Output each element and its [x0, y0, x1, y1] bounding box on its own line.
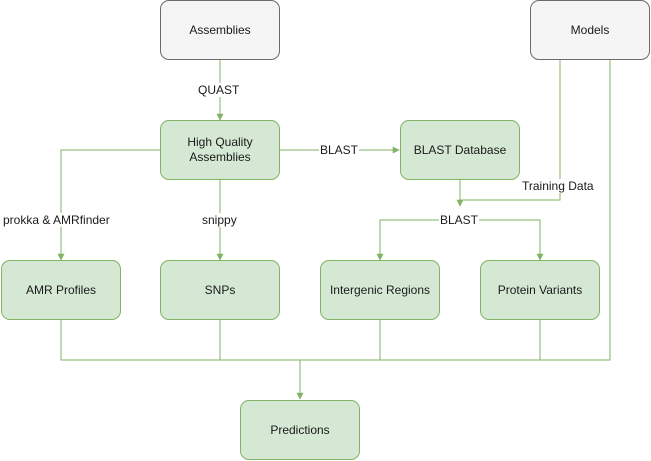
- models-label: Models: [570, 22, 610, 37]
- models-node[interactable]: Models: [530, 0, 650, 60]
- protein-variants-label: Protein Variants: [497, 282, 583, 297]
- amr-profiles-node[interactable]: AMR Profiles: [1, 260, 121, 320]
- protein-variants-node[interactable]: Protein Variants: [480, 260, 600, 320]
- intergenic-regions-node[interactable]: Intergenic Regions: [320, 260, 440, 320]
- edge-label-quast: QUAST: [197, 83, 241, 97]
- intergenic-regions-label: Intergenic Regions: [329, 282, 431, 297]
- blast-database-node[interactable]: BLAST Database: [400, 120, 520, 180]
- edge-label-snippy: snippy: [201, 213, 238, 227]
- snps-node[interactable]: SNPs: [160, 260, 280, 320]
- edge-label-blast-split: BLAST: [439, 213, 480, 227]
- edge-label-prokka-amrfinder: prokka & AMRfinder: [2, 213, 111, 227]
- edge-models-collect: [300, 60, 611, 361]
- edge-split-to-protein: [460, 219, 544, 261]
- edge-amr-collect: [60, 320, 300, 361]
- edge-hq-to-amr: [57, 149, 160, 261]
- edge-split-to-intergenic: [376, 219, 460, 261]
- edge-models-training: [460, 60, 561, 201]
- edge-label-training-data: Training Data: [521, 179, 595, 193]
- hq-label-line2: Assemblies: [189, 150, 251, 164]
- assemblies-label: Assemblies: [189, 22, 251, 37]
- hq-label-line1: High Quality: [187, 135, 253, 149]
- amr-profiles-label: AMR Profiles: [25, 282, 96, 297]
- snps-label: SNPs: [204, 282, 236, 297]
- predictions-label: Predictions: [270, 422, 330, 437]
- blast-database-label: BLAST Database: [413, 142, 507, 157]
- high-quality-assemblies-node[interactable]: High Quality Assemblies: [160, 120, 280, 180]
- assemblies-node[interactable]: Assemblies: [160, 0, 280, 60]
- predictions-node[interactable]: Predictions: [240, 400, 360, 460]
- edge-label-blast-to-db: BLAST: [319, 143, 360, 157]
